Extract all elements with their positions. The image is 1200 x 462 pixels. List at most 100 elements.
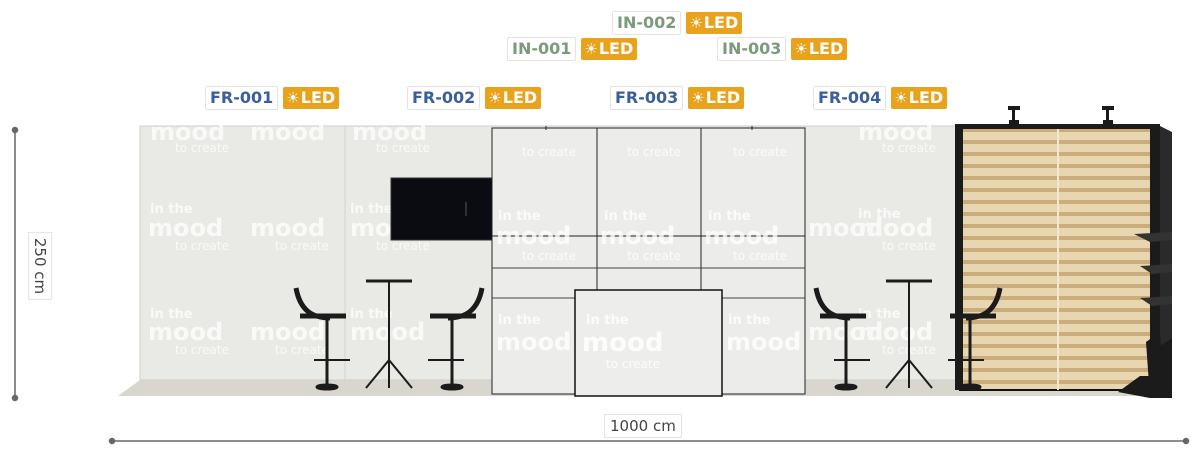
brand-text: to create [882, 239, 936, 253]
brand-text: mood [250, 318, 325, 346]
led-text: LED [808, 39, 844, 58]
brand-text: in the [858, 307, 901, 322]
fixture-label-fr-003: FR-003 ☀LED [610, 86, 745, 110]
brand-text: mood [148, 318, 223, 346]
sun-icon: ☀ [689, 14, 703, 32]
brand-text: in the [350, 307, 393, 322]
height-dimension-label: 250 cm [28, 231, 53, 301]
brand-text: mood [858, 214, 933, 242]
display-shelves [1134, 232, 1172, 306]
brand-text: in the [498, 209, 541, 224]
led-badge: ☀LED [891, 87, 948, 109]
dimension-line-width [108, 437, 1190, 445]
spotlight [1008, 106, 1020, 128]
front-counter [574, 289, 723, 397]
brand-text: to create [522, 145, 576, 159]
width-dimension-label: 1000 cm [604, 414, 682, 438]
led-text: LED [908, 88, 944, 107]
bar-stool [293, 287, 350, 391]
brand-text: to create [376, 239, 430, 253]
brand-text: to create [627, 249, 681, 263]
brand-text: in the [858, 207, 901, 222]
led-text: LED [705, 88, 741, 107]
brand-text: mood [858, 118, 933, 146]
bar-table [885, 279, 933, 389]
tv-screen [390, 177, 493, 241]
brand-text: mood [858, 318, 933, 346]
brand-text: mood [352, 118, 427, 146]
brand-text: in the [728, 313, 771, 328]
fixture-label-in-001: IN-001 ☀LED [507, 37, 638, 61]
fixture-code: IN-003 [717, 37, 787, 61]
brand-text: in the [708, 209, 751, 224]
led-text: LED [598, 39, 634, 58]
led-text: LED [703, 13, 739, 32]
brand-text: mood [250, 118, 325, 146]
bar-stool [948, 287, 1003, 391]
brand-text: in the [350, 202, 393, 217]
fixture-code: FR-002 [407, 86, 481, 110]
counter-graphics: in the mood to create [582, 313, 663, 371]
sun-icon: ☀ [286, 89, 300, 107]
brand-text: mood [148, 214, 223, 242]
brand-text: mood [496, 222, 571, 250]
cabinet-graphics: to create to create to create in the in … [496, 145, 801, 356]
brand-text: in the [150, 307, 193, 322]
fixture-code: FR-003 [610, 86, 684, 110]
brand-text: to create [275, 343, 329, 357]
sun-icon: ☀ [691, 89, 705, 107]
brand-text: to create [522, 249, 576, 263]
fixture-code: IN-002 [612, 11, 682, 35]
brand-text: in the [498, 313, 541, 328]
brand-text: mood [150, 118, 225, 146]
brand-text: in the [150, 202, 193, 217]
led-badge: ☀LED [791, 38, 848, 60]
brand-text: to create [275, 239, 329, 253]
brand-text: to create [627, 145, 681, 159]
led-badge: ☀LED [686, 12, 743, 34]
sun-icon: ☀ [894, 89, 908, 107]
sun-icon: ☀ [584, 40, 598, 58]
slat-wall-frame-right [1150, 126, 1160, 398]
brand-text: to create [175, 239, 229, 253]
led-badge: ☀LED [485, 87, 542, 109]
brand-text: mood [350, 318, 425, 346]
brand-text: to create [733, 145, 787, 159]
brand-text: to create [376, 141, 430, 155]
brand-text: to create [175, 141, 229, 155]
brand-text: mood [496, 328, 571, 356]
fixture-label-fr-001: FR-001 ☀LED [205, 86, 340, 110]
brand-text: in the [604, 209, 647, 224]
brand-text: mood [726, 328, 801, 356]
brand-text: to create [606, 357, 660, 371]
slat-wall-side [1160, 126, 1172, 398]
bar-stool [813, 287, 870, 391]
fixture-code: IN-001 [507, 37, 577, 61]
fixture-code: FR-004 [813, 86, 887, 110]
fixture-label-in-003: IN-003 ☀LED [717, 37, 848, 61]
bar-stool [428, 287, 485, 391]
led-badge: ☀LED [581, 38, 638, 60]
brand-text: mood [250, 214, 325, 242]
led-text: LED [502, 88, 538, 107]
brand-text: mood [582, 328, 663, 358]
fixture-label-fr-002: FR-002 ☀LED [407, 86, 542, 110]
fixture-label-fr-004: FR-004 ☀LED [813, 86, 948, 110]
led-badge: ☀LED [283, 87, 340, 109]
brand-text: mood [704, 222, 779, 250]
slat-wall-frame-left [955, 126, 963, 390]
fixture-label-in-002: IN-002 ☀LED [612, 11, 743, 35]
lower-shelf-units [1118, 332, 1172, 398]
sun-icon: ☀ [794, 40, 808, 58]
brand-text: mood [808, 214, 883, 242]
brand-text: to create [175, 343, 229, 357]
bar-table [365, 279, 413, 389]
spotlight [1102, 106, 1114, 128]
brand-text: in the [586, 313, 629, 328]
fixture-code: FR-001 [205, 86, 279, 110]
sun-icon: ☀ [488, 89, 502, 107]
slat-wall-frame-top [955, 124, 1160, 129]
dimension-line-height [11, 126, 19, 402]
